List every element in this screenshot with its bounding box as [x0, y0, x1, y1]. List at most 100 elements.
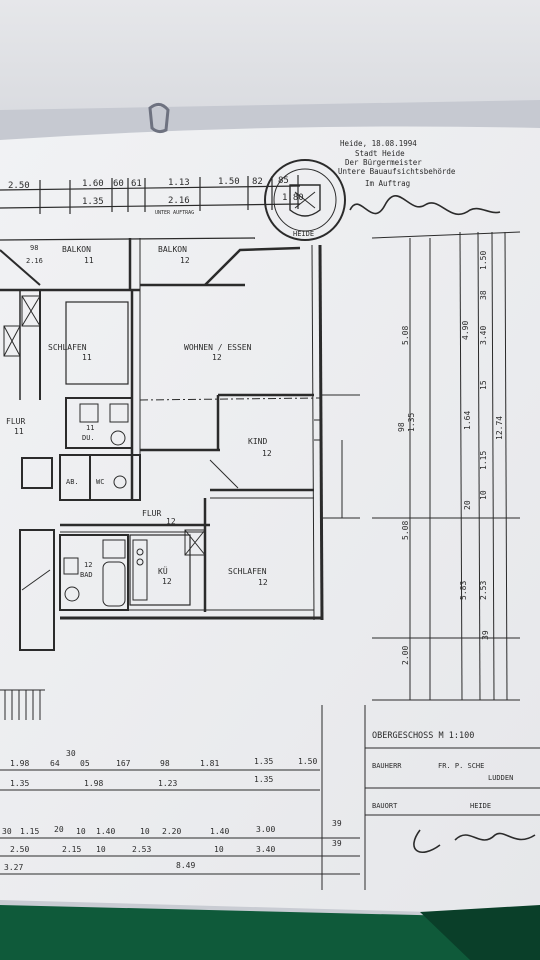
dim-top-7: 85	[278, 176, 289, 186]
dim-top-sub-0: 1.35	[82, 197, 104, 207]
stamp-line-3: Untere Bauaufsichtsbehörde	[338, 167, 456, 176]
title-owner-label: BAUHERR	[372, 762, 402, 770]
stamp-line-2: Der Bürgermeister	[345, 158, 422, 167]
stamp-ring-text: HEIDE	[293, 230, 314, 238]
dim-bot1-7: 1.35	[254, 757, 273, 766]
dim-bot2-0: 1.35	[10, 779, 29, 788]
room-wohnen-12: WOHNEN / ESSEN	[184, 343, 252, 352]
cloth-shadow	[420, 905, 540, 960]
dim-top-4: 1.13	[168, 178, 190, 188]
room-balkon-11-no: 11	[84, 256, 94, 265]
dim-bot4-1: 2.15	[62, 845, 81, 854]
title-floor: OBERGESCHOSS M 1:100	[372, 731, 474, 741]
dim-right-4: 2.00	[401, 646, 410, 665]
floor-plan-walls	[0, 237, 360, 720]
dim-chain-1: 38	[479, 290, 488, 300]
dim-bot4-2: 10	[96, 845, 106, 854]
dim-right-0: 5.08	[401, 326, 410, 345]
dim-bot4-3: 2.53	[132, 845, 151, 854]
dim-top-6: 82	[252, 177, 263, 187]
dim-top-note: UNTER AUFTRAG	[155, 210, 194, 216]
dim-balcony-0: 98	[30, 244, 38, 252]
room-flur-12: FLUR	[142, 509, 161, 518]
room-bad-12: BAD	[80, 571, 93, 579]
room-schlafen-12: SCHLAFEN	[228, 567, 267, 576]
dim-bot4-6: 39	[332, 839, 342, 848]
dim-chain-0: 1.50	[479, 251, 488, 270]
dim-right-7: 39	[481, 630, 490, 640]
room-kind-12-no: 12	[262, 449, 272, 458]
dim-top-sub-2: 1.80	[282, 193, 304, 203]
room-du-11: DU.	[82, 434, 95, 442]
dim-right-1: 98	[397, 422, 406, 432]
dim-bot1-1: 64	[50, 759, 60, 768]
dim-bot3-8: 3.00	[256, 825, 275, 834]
room-flur-11: FLUR	[6, 417, 25, 426]
dim-bot4-5: 3.40	[256, 845, 275, 854]
dim-chain-3: 3.40	[479, 326, 488, 345]
dim-top-5: 1.50	[218, 177, 240, 187]
dim-bot3-5: 10	[140, 827, 150, 836]
dim-bot4-4: 10	[214, 845, 224, 854]
stamp-line-0: Heide, 18.08.1994	[340, 139, 417, 148]
room-schlafen-11: SCHLAFEN	[48, 343, 87, 352]
stamp-line-1: Stadt Heide	[355, 149, 405, 158]
room-balkon-12: BALKON	[158, 245, 187, 254]
room-flur-11-no: 11	[14, 427, 24, 436]
room-wc-12: WC	[96, 478, 104, 486]
dim-top-3: 61	[131, 179, 142, 189]
room-ab-12: AB.	[66, 478, 79, 486]
dim-balcony-1: 2.16	[26, 257, 43, 265]
dim-right-3: 5.08	[401, 521, 410, 540]
approval-stamp: HEIDE	[264, 159, 346, 241]
drawing-sheet	[0, 126, 540, 915]
dim-bot3-2: 20	[54, 825, 64, 834]
dim-bot2-1: 1.98	[84, 779, 103, 788]
dim-bot5-0: 3.27	[4, 863, 23, 872]
dim-bot3-3: 10	[76, 827, 86, 836]
binding-clip	[148, 103, 170, 134]
dim-right-5: 5.83	[459, 581, 468, 600]
dim-bot2-3: 1.35	[254, 775, 273, 784]
dim-chain-6: 1.15	[479, 451, 488, 470]
room-kue-12-no: 12	[162, 577, 172, 586]
dim-bot2-2: 1.23	[158, 779, 177, 788]
dim-bot5-1: 8.49	[176, 861, 195, 870]
top-dimension-lines	[0, 175, 301, 214]
stamp-line-4: Im Auftrag	[365, 179, 410, 188]
dim-chain-4: 15	[479, 380, 488, 390]
dim-bot3-6: 2.20	[162, 827, 181, 836]
dim-bot3-7: 1.40	[210, 827, 229, 836]
dim-bot1-5: 98	[160, 759, 170, 768]
dim-bot3-4: 1.40	[96, 827, 115, 836]
dim-bot1-6: 1.81	[200, 759, 219, 768]
room-flur-12-no: 12	[166, 517, 176, 526]
dim-chain-7: 20	[463, 500, 472, 510]
dim-bot1-2: 30	[66, 749, 76, 758]
green-cloth	[0, 905, 540, 960]
dim-bot3-1: 1.15	[20, 827, 39, 836]
dim-chain-8: 10	[479, 490, 488, 500]
dim-top-2: 60	[113, 179, 124, 189]
dim-bot1-0: 1.98	[10, 759, 29, 768]
room-schlafen-11-no: 11	[82, 353, 92, 362]
title-signature	[413, 829, 536, 854]
dim-bot3-9: 39	[332, 819, 342, 828]
title-builder-label: BAUORT	[372, 802, 398, 810]
dim-right-6: 2.53	[479, 581, 488, 600]
dim-bot1-8: 1.50	[298, 757, 317, 766]
dim-top-0: 2.50	[8, 181, 30, 191]
title-owner: FR. P. SCHE	[438, 762, 484, 770]
right-dimension-lines	[371, 231, 521, 701]
room-schlafen-12-no: 12	[258, 578, 268, 587]
title-builder: HEIDE	[470, 802, 491, 810]
title-owner2: LUDDEN	[488, 774, 513, 782]
dim-bot3-0: 30	[2, 827, 12, 836]
title-block-lines	[365, 747, 540, 816]
room-bad-12-no: 12	[84, 561, 92, 569]
room-kue-12: KÜ	[158, 566, 168, 576]
dim-top-sub-1: 2.16	[168, 196, 190, 206]
room-balkon-12-no: 12	[180, 256, 190, 265]
